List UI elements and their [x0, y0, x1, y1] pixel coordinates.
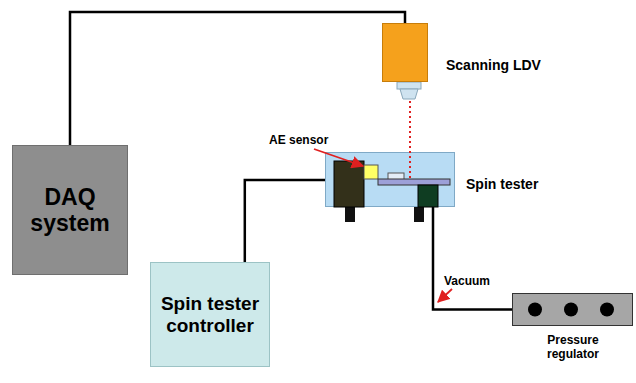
- controller-box: Spin tester controller: [150, 262, 270, 367]
- spindle-motor: [334, 161, 364, 207]
- node-title: DAQ system: [19, 184, 121, 237]
- connector-line: [433, 207, 512, 310]
- spin-tester: Spin tester: [325, 152, 455, 207]
- knob: [564, 303, 578, 317]
- edge-label: Vacuum: [443, 274, 491, 288]
- part-label: AE sensor: [268, 133, 329, 147]
- tester-leg: [345, 207, 355, 222]
- daq-box: DAQ system: [12, 145, 128, 275]
- connector-line: [70, 12, 405, 145]
- ldv-lens: [397, 82, 421, 99]
- ae-leader: [314, 149, 363, 166]
- regulator-knobs: [513, 294, 632, 325]
- spin-tester-illustration: [326, 153, 454, 206]
- node-caption: Spin tester: [466, 176, 538, 192]
- connector-line: [245, 180, 325, 262]
- knob: [528, 303, 542, 317]
- laser-beam: [409, 101, 411, 178]
- node-title: Spin tester controller: [157, 293, 263, 337]
- node-caption: Scanning LDV: [446, 57, 541, 73]
- tester-leg: [414, 207, 424, 222]
- disk: [378, 179, 450, 185]
- knob: [600, 303, 614, 317]
- vacuum-leader: [438, 289, 452, 302]
- ae-sensor: [364, 165, 378, 179]
- pressure-regulator: Pressure regulator: [512, 293, 633, 326]
- ldv-head: Scanning LDV: [382, 23, 428, 82]
- base-block: [418, 185, 438, 207]
- node-caption: Pressure regulator: [533, 334, 613, 362]
